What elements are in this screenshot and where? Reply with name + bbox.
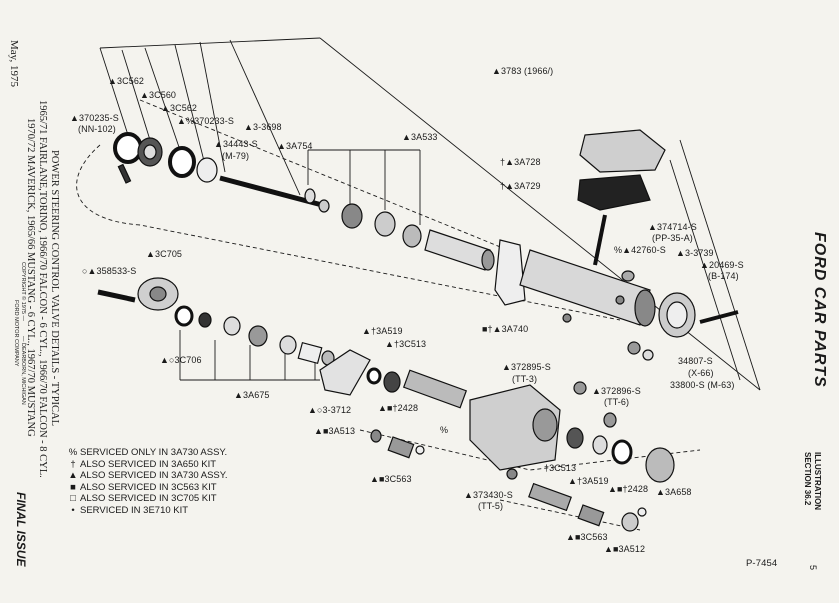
callout-3c563-left: ▲■3C563 (370, 474, 412, 484)
callout-2428-lower: ▲■†2428 (608, 484, 649, 494)
callout-3a519-lower: ▲†3A519 (568, 476, 609, 486)
callout-20469-sub: (B-174) (708, 271, 739, 281)
callout-3a533: ▲3A533 (402, 132, 438, 142)
callout-3a728: †▲3A728 (500, 157, 541, 167)
legend-item: †ALSO SERVICED IN 3A650 KIT (70, 458, 217, 470)
callout-373430-sub: (TT-5) (478, 501, 504, 511)
callout-370235-sub: (NN-102) (78, 124, 116, 134)
callout-3a513: ▲■3A513 (314, 426, 356, 436)
callout-34443: ▲34443-S (214, 139, 258, 149)
callout-3a740: ■†▲3A740 (482, 324, 529, 334)
callout-3c513-lower: †3C513 (544, 463, 577, 473)
callout-percent-mark: % (440, 425, 449, 435)
callout-34807: 34807-S (678, 356, 713, 366)
callout-3a675: ▲3A675 (234, 390, 270, 400)
callout-372895: ▲372895-S (502, 362, 551, 372)
callout-42760: %▲42760-S (614, 245, 666, 255)
legend-item: %SERVICED ONLY IN 3A730 ASSY. (68, 447, 228, 458)
callout-3a729: †▲3A729 (500, 181, 541, 191)
legend: %SERVICED ONLY IN 3A730 ASSY. †ALSO SERV… (68, 447, 228, 517)
callout-3a512: ▲■3A512 (604, 544, 646, 554)
callout-3-3739: ▲3-3739 (676, 248, 714, 258)
callout-34807-sub: (X-66) (688, 368, 714, 378)
legend-item: ▲ALSO SERVICED IN 3A730 ASSY. (68, 470, 228, 482)
callout-374714: ▲374714-S (648, 222, 697, 232)
callout-3a658: ▲3A658 (656, 487, 692, 497)
callout-370235: ▲370235-S (70, 113, 119, 123)
callout-2428-upper: ▲■†2428 (378, 403, 419, 413)
callout-3a754: ▲3A754 (277, 141, 313, 151)
legend-item: ■ALSO SERVICED IN 3C563 KIT (70, 481, 217, 493)
callout-33800: 33800-S (M-63) (670, 380, 735, 390)
callout-34443-sub: (M-79) (222, 151, 250, 161)
legend-item: •SERVICED IN 3E710 KIT (71, 504, 189, 516)
callout-3c706: ▲○3C706 (160, 355, 202, 365)
callout-3c562-top: ▲3C562 (108, 76, 145, 86)
callout-372896: ▲372896-S (592, 386, 641, 396)
callout-3783: ▲3783 (1966/) (492, 66, 554, 76)
callout-358533: ○▲358533-S (82, 266, 137, 276)
callout-20469: ▲20469-S (700, 260, 744, 270)
callout-374714-sub: (PP-35-A) (652, 233, 693, 243)
callout-3c563-bottom: ▲■3C563 (566, 532, 608, 542)
callout-3c513-upper: ▲†3C513 (385, 339, 427, 349)
callout-373430: ▲373430-S (464, 490, 513, 500)
callout-370233: ▲%370233-S (177, 116, 234, 126)
callout-3-3698: ▲3-3698 (244, 122, 282, 132)
callout-3c560: ▲3C560 (140, 90, 177, 100)
callout-3a519-upper: ▲†3A519 (362, 326, 403, 336)
callout-3-3712: ▲○3-3712 (308, 405, 352, 415)
callout-3c705: ▲3C705 (146, 249, 183, 259)
callout-372896-sub: (TT-6) (604, 397, 630, 407)
figure-id: P-7454 (746, 558, 778, 569)
legend-item: □ALSO SERVICED IN 3C705 KIT (70, 493, 217, 505)
callout-3c562-mid: ▲3C562 (161, 103, 198, 113)
callout-372895-sub: (TT-3) (512, 374, 538, 384)
